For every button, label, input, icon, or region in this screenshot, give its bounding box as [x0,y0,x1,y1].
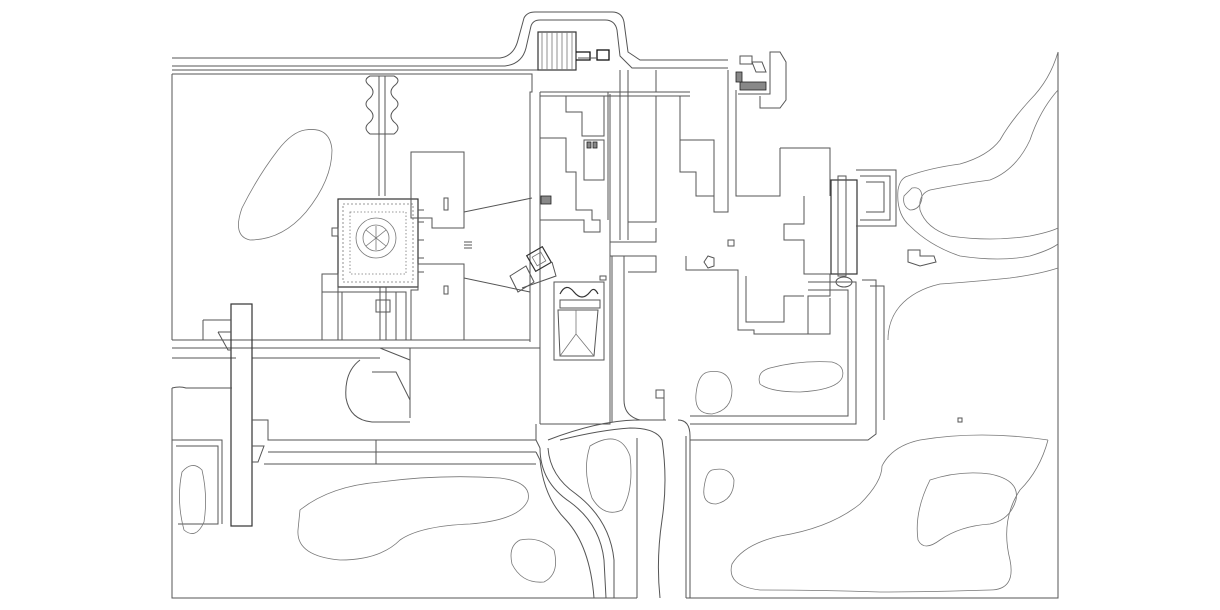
left-lower-zone [171,386,536,534]
plaza-objects [509,245,607,293]
upper-right-buildings [628,51,787,223]
right-tall-building [780,147,897,288]
top-road [172,11,728,71]
wave-pavilion [553,281,605,361]
central-annex-buildings [321,151,533,341]
ornament-path [365,75,399,196]
main-path [172,339,540,359]
middle-right-buildings [685,196,885,441]
right-ponds [695,187,963,505]
river-lake [730,51,1059,593]
top-hatched-block [537,31,610,71]
lower-curving-roads [539,419,691,599]
central-building [331,198,424,340]
lower-center-zone [297,347,557,583]
central-road [535,70,690,461]
site-boundary [171,52,1059,599]
left-tall-building [202,303,265,527]
upper-center-buildings [540,96,605,233]
pond-left [238,129,333,241]
